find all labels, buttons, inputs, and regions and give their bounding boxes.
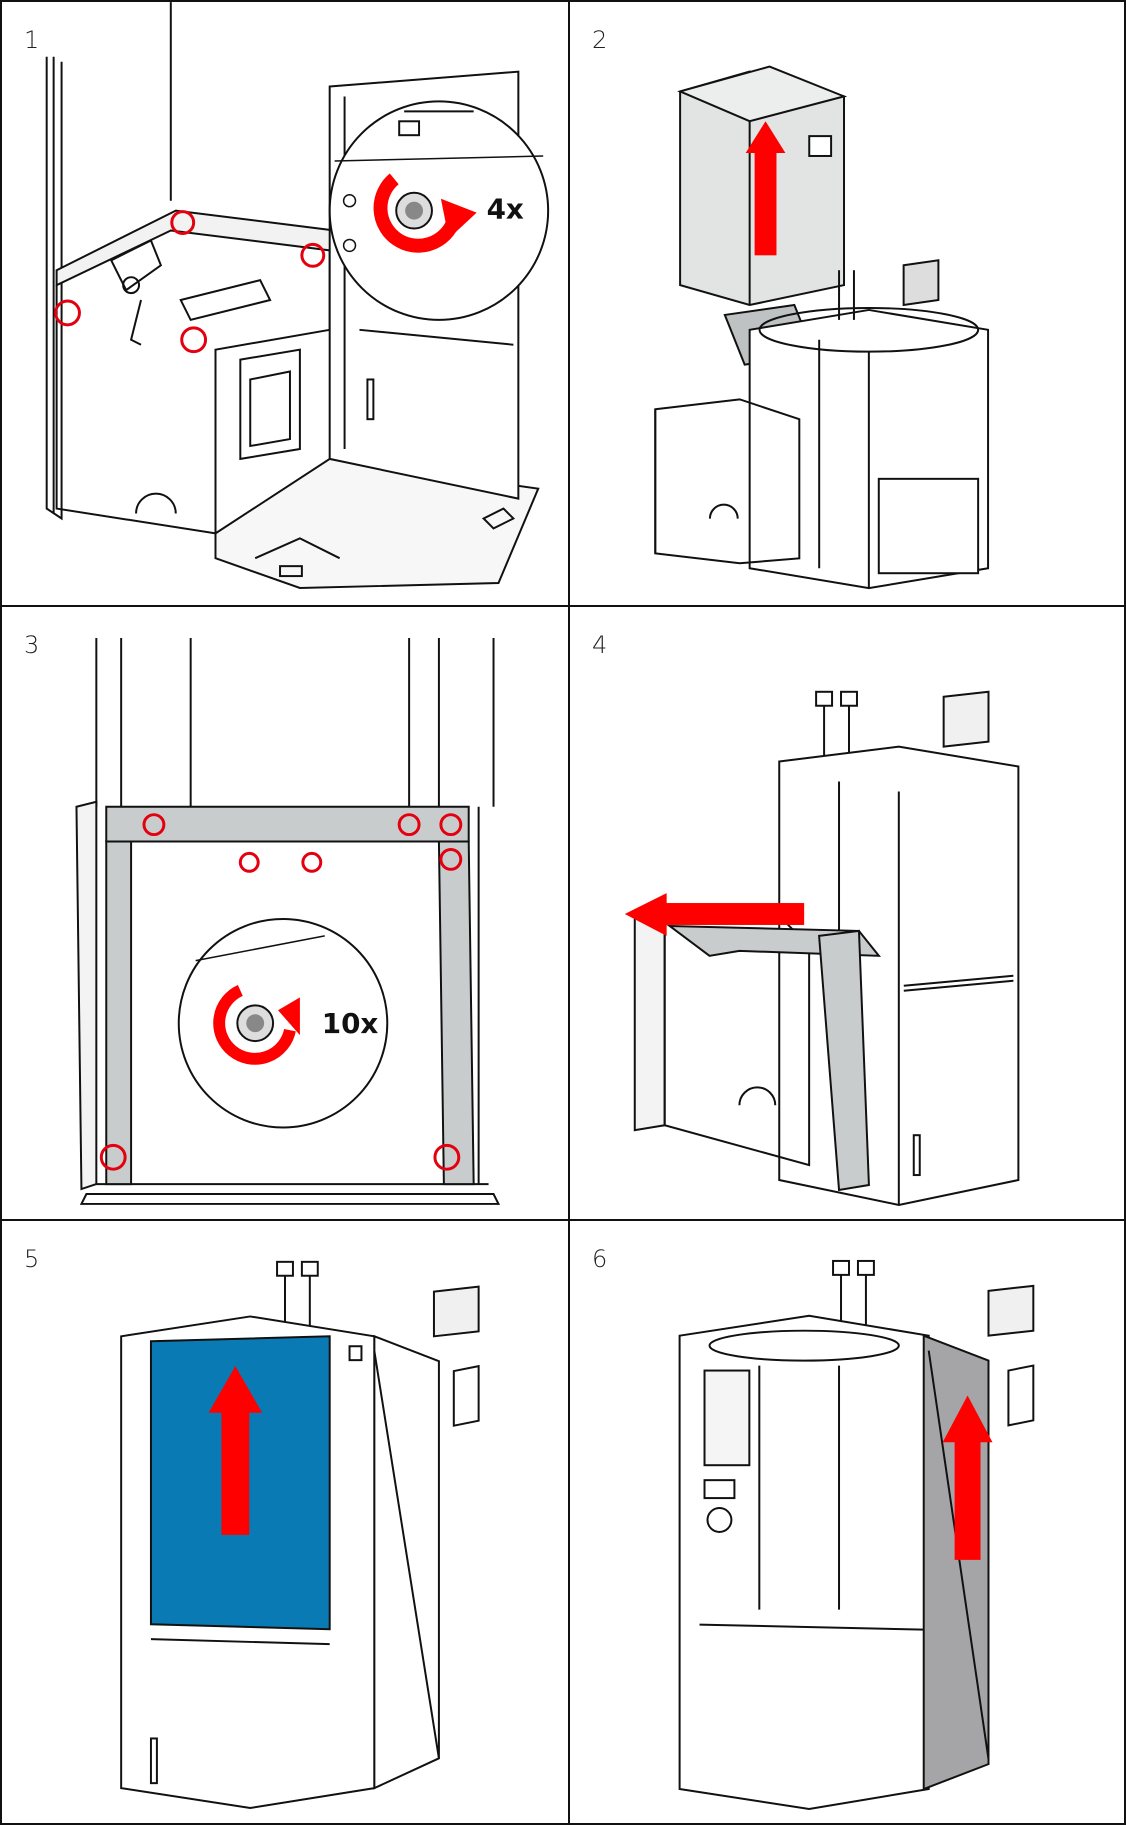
magnifier-callout-icon: 4x [328, 100, 550, 321]
magnifier-callout-icon: 10x [177, 917, 389, 1129]
rotate-arrow-icon [213, 985, 296, 1065]
step-number: 3 [24, 631, 40, 659]
step-3-illustration: 10x [75, 637, 501, 1205]
step-2-illustration [654, 65, 990, 590]
step-5-illustration [120, 1260, 480, 1809]
step-number: 6 [592, 1245, 608, 1273]
step-panel-2: 2 [570, 0, 1126, 607]
step-1-callout: 4x [487, 193, 524, 226]
step-number: 5 [24, 1245, 40, 1273]
screw-marker-icon [54, 210, 326, 354]
step-4-illustration [624, 690, 1020, 1206]
red-arrow-icon [745, 121, 786, 256]
step-number: 2 [592, 26, 608, 54]
step-3-callout: 10x [322, 1007, 379, 1040]
step-panel-1: 1 [0, 0, 570, 607]
step-6-illustration [678, 1259, 1035, 1810]
step-panel-4: 4 [570, 607, 1126, 1221]
step-1-illustration: 4x [45, 2, 550, 589]
red-arrow-icon [624, 893, 805, 936]
red-arrow-icon [942, 1395, 993, 1560]
step-panel-3: 3 [0, 607, 570, 1221]
step-panel-5: 5 [0, 1221, 570, 1825]
step-panel-6: 6 [570, 1221, 1126, 1825]
rotate-arrow-icon [373, 173, 461, 253]
red-arrow-icon [208, 1366, 263, 1535]
screw-marker-icon [99, 813, 463, 1171]
step-number: 4 [592, 631, 608, 659]
step-number: 1 [24, 26, 40, 54]
